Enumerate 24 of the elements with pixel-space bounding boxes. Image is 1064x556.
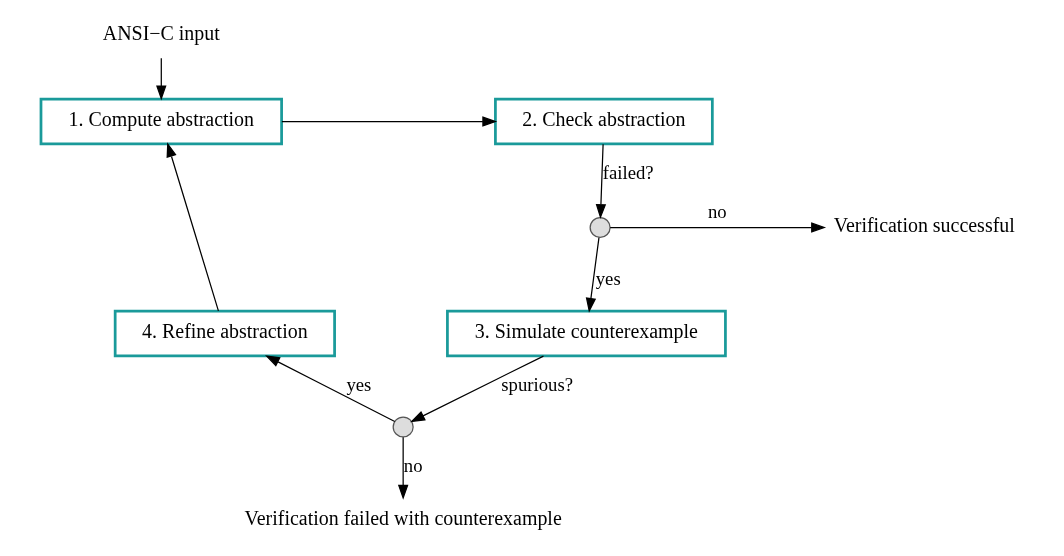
arrow (585, 236, 600, 313)
edge-label: failed? (602, 161, 654, 183)
node-box: 4. Refine abstraction (113, 309, 336, 358)
arrow (264, 355, 395, 423)
node-box: 1. Compute abstraction (39, 97, 283, 146)
node-circle (392, 416, 414, 438)
arrow (155, 57, 167, 101)
node-box: 3. Simulate counterexample (445, 309, 727, 358)
arrow (280, 116, 497, 127)
arrow (397, 436, 408, 500)
edge-label: yes (345, 373, 371, 395)
edge-label: spurious? (500, 373, 573, 395)
arrow (409, 355, 544, 423)
arrow (609, 222, 826, 233)
node-circle (589, 216, 611, 239)
node-box: 2. Check abstraction (493, 97, 714, 146)
arrow (166, 142, 219, 312)
node-text: Verification successful (833, 214, 1015, 237)
edge-label: no (707, 200, 727, 222)
arrow (595, 143, 606, 220)
edge-label: yes (595, 267, 621, 289)
node-text: ANSI−C input (102, 22, 220, 45)
node-text: Verification failed with counterexample (244, 507, 562, 530)
edge-label: no (403, 454, 422, 476)
